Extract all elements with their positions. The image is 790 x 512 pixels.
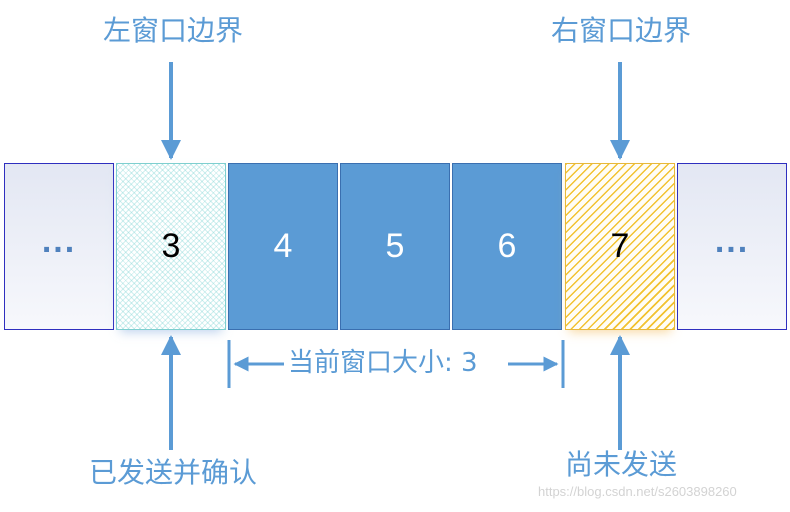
unsent-label: 尚未发送 <box>564 448 677 481</box>
acked-label: 已发送并确认 <box>88 456 257 489</box>
sequence-cell-7: 7 <box>565 163 675 330</box>
sequence-cell-4: 4 <box>228 163 338 330</box>
sequence-cell-6: 6 <box>452 163 562 330</box>
sequence-cell-3: 3 <box>116 163 226 330</box>
sequence-cell-ellipsis-right: ... <box>677 163 787 330</box>
left-boundary-label: 左窗口边界 <box>102 14 243 47</box>
sequence-cell-5: 5 <box>340 163 450 330</box>
sequence-cell-ellipsis-left: ... <box>4 163 114 330</box>
window-size-label: 当前窗口大小: 3 <box>288 348 478 378</box>
watermark: https://blog.csdn.net/s2603898260 <box>538 484 737 499</box>
right-boundary-label: 右窗口边界 <box>550 14 691 47</box>
